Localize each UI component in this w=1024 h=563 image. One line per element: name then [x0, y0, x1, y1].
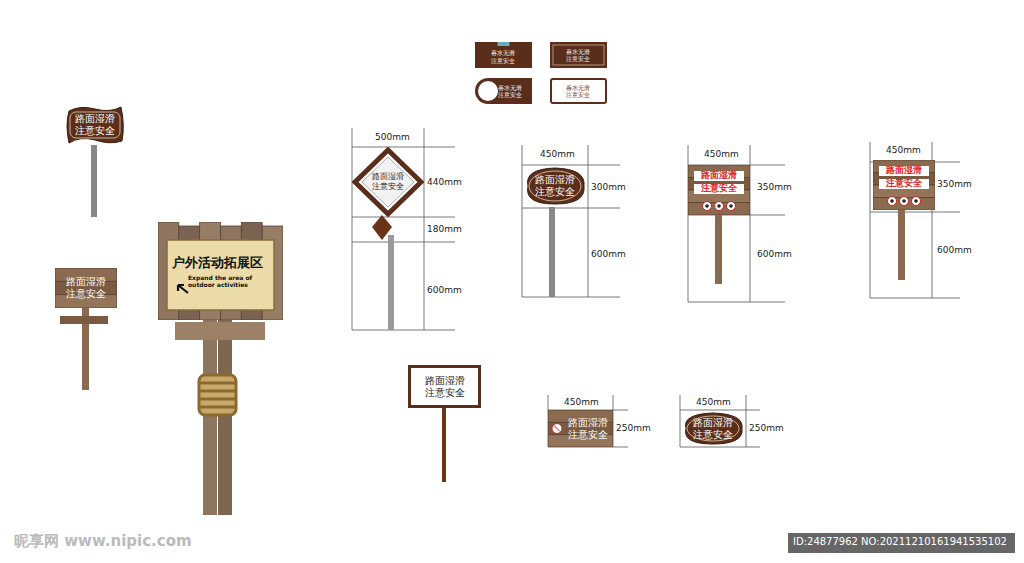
dimension-label: 180mm — [427, 224, 462, 234]
sign-text-area: 户外活动拓展区 Expand the area of outdoor activi… — [158, 222, 283, 320]
sign-board: 路面湿滑 注意安全 — [680, 410, 746, 447]
sign-subtext: Expand the area of outdoor activities — [188, 274, 260, 289]
sign-text-area: 喜水无滑 注意安全 — [550, 42, 607, 68]
sign-text: 路面湿滑 注意安全 — [423, 375, 466, 399]
sign-text-area: 路面湿滑 注意安全 — [55, 268, 117, 308]
sign-board: 路面湿滑 注意安全 — [55, 268, 117, 308]
sign-text-area: 路面湿滑 注意安全 — [522, 165, 588, 207]
dimension-label: 440mm — [427, 177, 462, 187]
dimension-label: 600mm — [427, 285, 462, 295]
sign-board: 喜水无滑 注意安全 — [475, 78, 532, 104]
sign-text: 路面湿滑 注意安全 — [700, 169, 739, 195]
dimension-label: 350mm — [937, 179, 972, 189]
dimension-label: 600mm — [757, 249, 792, 259]
sign-text-area: 喜水无滑 注意安全 — [475, 42, 532, 68]
sign-text-area: 路面湿滑 注意安全 — [65, 105, 125, 145]
sign-board: 路面湿滑 注意安全 — [688, 165, 750, 215]
sign-board: 喜水无滑 注意安全 — [475, 42, 532, 68]
watermark: 昵享网 www.nipic.com — [14, 532, 192, 551]
dimension-label: 450mm — [564, 397, 599, 407]
dimension-label: 250mm — [749, 423, 784, 433]
sign-board: 喜水无滑 注意安全 — [550, 78, 607, 104]
sign-text: 喜水无滑 注意安全 — [491, 49, 517, 63]
sign-text-area: 路面湿滑 注意安全 — [873, 160, 935, 210]
sign-text: 路面湿滑 注意安全 — [566, 417, 609, 441]
sign-board: 路面湿滑 注意安全 — [522, 165, 588, 207]
sign-text: 户外活动拓展区 — [172, 255, 263, 271]
sign-board: 路面湿滑 注意安全 — [65, 105, 125, 145]
sign-text: 路面湿滑 注意安全 — [534, 174, 577, 198]
dimension-label: 500mm — [375, 132, 410, 142]
sign-text-area: 喜水无滑 注意安全 — [475, 78, 532, 104]
dimension-label: 450mm — [540, 149, 575, 159]
sign-board: 路面湿滑 注意安全 — [352, 147, 424, 217]
sign-text-area: 路面湿滑 注意安全 — [680, 410, 746, 447]
sign-text: 喜水无滑 注意安全 — [498, 84, 524, 98]
dimension-label: 600mm — [591, 249, 626, 259]
sign-board: 喜水无滑 注意安全 — [550, 42, 607, 68]
sign-board: 路面湿滑 注意安全 — [548, 410, 613, 447]
sign-text-area: 路面湿滑 注意安全 — [688, 165, 750, 215]
sign-text: 喜水无滑 注意安全 — [566, 84, 592, 98]
dimension-label: 350mm — [757, 182, 792, 192]
dimension-label: 600mm — [937, 245, 972, 255]
image-id: ID:24877962 NO:20211210161941535102 — [793, 536, 1007, 547]
sign-board: 路面湿滑 注意安全 — [408, 365, 481, 408]
sign-text: 喜水无滑 注意安全 — [566, 48, 592, 62]
sign-board: 户外活动拓展区 Expand the area of outdoor activi… — [158, 222, 283, 320]
sign-text: 路面湿滑 注意安全 — [885, 164, 924, 190]
dimension-label: 250mm — [616, 423, 651, 433]
sign-text: 路面湿滑 注意安全 — [74, 113, 117, 137]
sign-shape — [158, 222, 283, 320]
sign-text: 路面湿滑 注意安全 — [692, 417, 735, 441]
sign-text-area: 喜水无滑 注意安全 — [550, 78, 607, 104]
dimension-label: 450mm — [696, 397, 731, 407]
dimension-label: 450mm — [886, 145, 921, 155]
dimension-label: 450mm — [704, 149, 739, 159]
dimension-label: 300mm — [591, 182, 626, 192]
sign-text-area: 路面湿滑 注意安全 — [548, 410, 613, 447]
sign-board: 路面湿滑 注意安全 — [873, 160, 935, 210]
sign-text: 路面湿滑 注意安全 — [65, 276, 108, 300]
sign-text-area: 路面湿滑 注意安全 — [408, 365, 481, 408]
sign-text-area: 路面湿滑 注意安全 — [352, 147, 424, 217]
sign-text: 路面湿滑 注意安全 — [371, 172, 405, 191]
